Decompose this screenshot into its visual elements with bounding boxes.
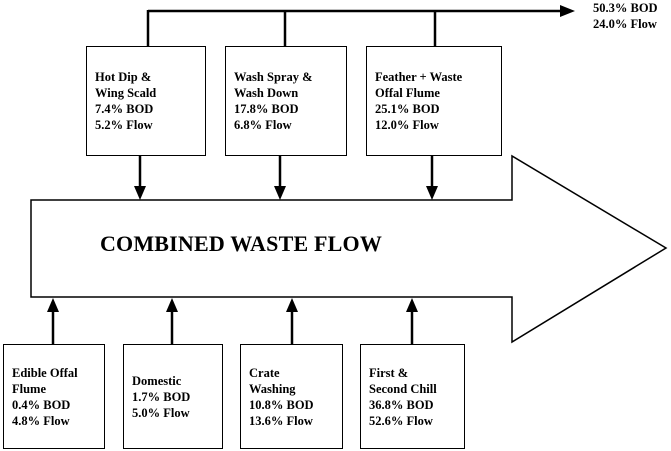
combined-waste-flow-label: COMBINED WASTE FLOW <box>99 231 383 256</box>
source-box-domestic: Domestic 1.7% BOD 5.0% Flow <box>123 344 223 449</box>
combined-waste-flow-arrow <box>30 154 668 344</box>
source-line: 12.0% Flow <box>375 118 439 132</box>
bottom-feed-arrowhead-4 <box>406 298 418 312</box>
source-box-hot-dip-wing-scald: Hot Dip & Wing Scald 7.4% BOD 5.2% Flow <box>86 46 206 156</box>
source-line: Wash Spray & <box>234 70 313 84</box>
source-line: 5.2% Flow <box>95 118 153 132</box>
source-line: 10.8% BOD <box>249 397 314 412</box>
source-box-edible-offal-flume: Edible Offal Flume 0.4% BOD 4.8% Flow <box>3 344 105 449</box>
source-line: Wash Down <box>234 86 299 100</box>
source-line: 7.4% BOD <box>95 102 154 116</box>
bottom-feed-arrowhead-1 <box>47 298 59 312</box>
source-line: 5.0% Flow <box>132 405 190 420</box>
source-line: 0.4% BOD <box>12 397 71 412</box>
source-line: 4.8% Flow <box>12 413 70 428</box>
source-line: 6.8% Flow <box>234 118 292 132</box>
source-line: Domestic <box>132 373 182 388</box>
source-line: 17.8% BOD <box>234 102 299 116</box>
source-line: 1.7% BOD <box>132 389 191 404</box>
source-line: 52.6% Flow <box>369 413 433 428</box>
total-flow: 24.0% Flow <box>593 17 657 31</box>
source-line: First & <box>369 365 409 380</box>
source-line: Wing Scald <box>95 86 157 100</box>
source-line: Second Chill <box>369 381 437 396</box>
source-line: Offal Flume <box>375 86 440 100</box>
source-line: 25.1% BOD <box>375 102 440 116</box>
bottom-feed-arrowhead-3 <box>286 298 298 312</box>
collector-arrowhead <box>560 5 575 17</box>
source-line: Feather + Waste <box>375 70 463 84</box>
source-box-crate-washing: Crate Washing 10.8% BOD 13.6% Flow <box>240 344 343 449</box>
top-feed-arrowhead-2 <box>274 186 286 200</box>
bottom-feed-arrowhead-2 <box>166 298 178 312</box>
source-box-first-second-chill: First & Second Chill 36.8% BOD 52.6% Flo… <box>360 344 465 449</box>
source-line: 13.6% Flow <box>249 413 313 428</box>
source-line: Washing <box>249 381 296 396</box>
source-line: 36.8% BOD <box>369 397 434 412</box>
total-bod: 50.3% BOD <box>593 1 658 15</box>
source-line: Hot Dip & <box>95 70 152 84</box>
source-box-feather-waste-offal-flume: Feather + Waste Offal Flume 25.1% BOD 12… <box>366 46 502 156</box>
source-line: Edible Offal <box>12 365 78 380</box>
source-line: Flume <box>12 381 47 396</box>
top-feed-arrowhead-3 <box>426 186 438 200</box>
source-line: Crate <box>249 365 280 380</box>
source-box-wash-spray-wash-down: Wash Spray & Wash Down 17.8% BOD 6.8% Fl… <box>225 46 347 156</box>
total-output-label: 50.3% BOD 24.0% Flow <box>593 0 658 32</box>
top-feed-arrowhead-1 <box>134 186 146 200</box>
